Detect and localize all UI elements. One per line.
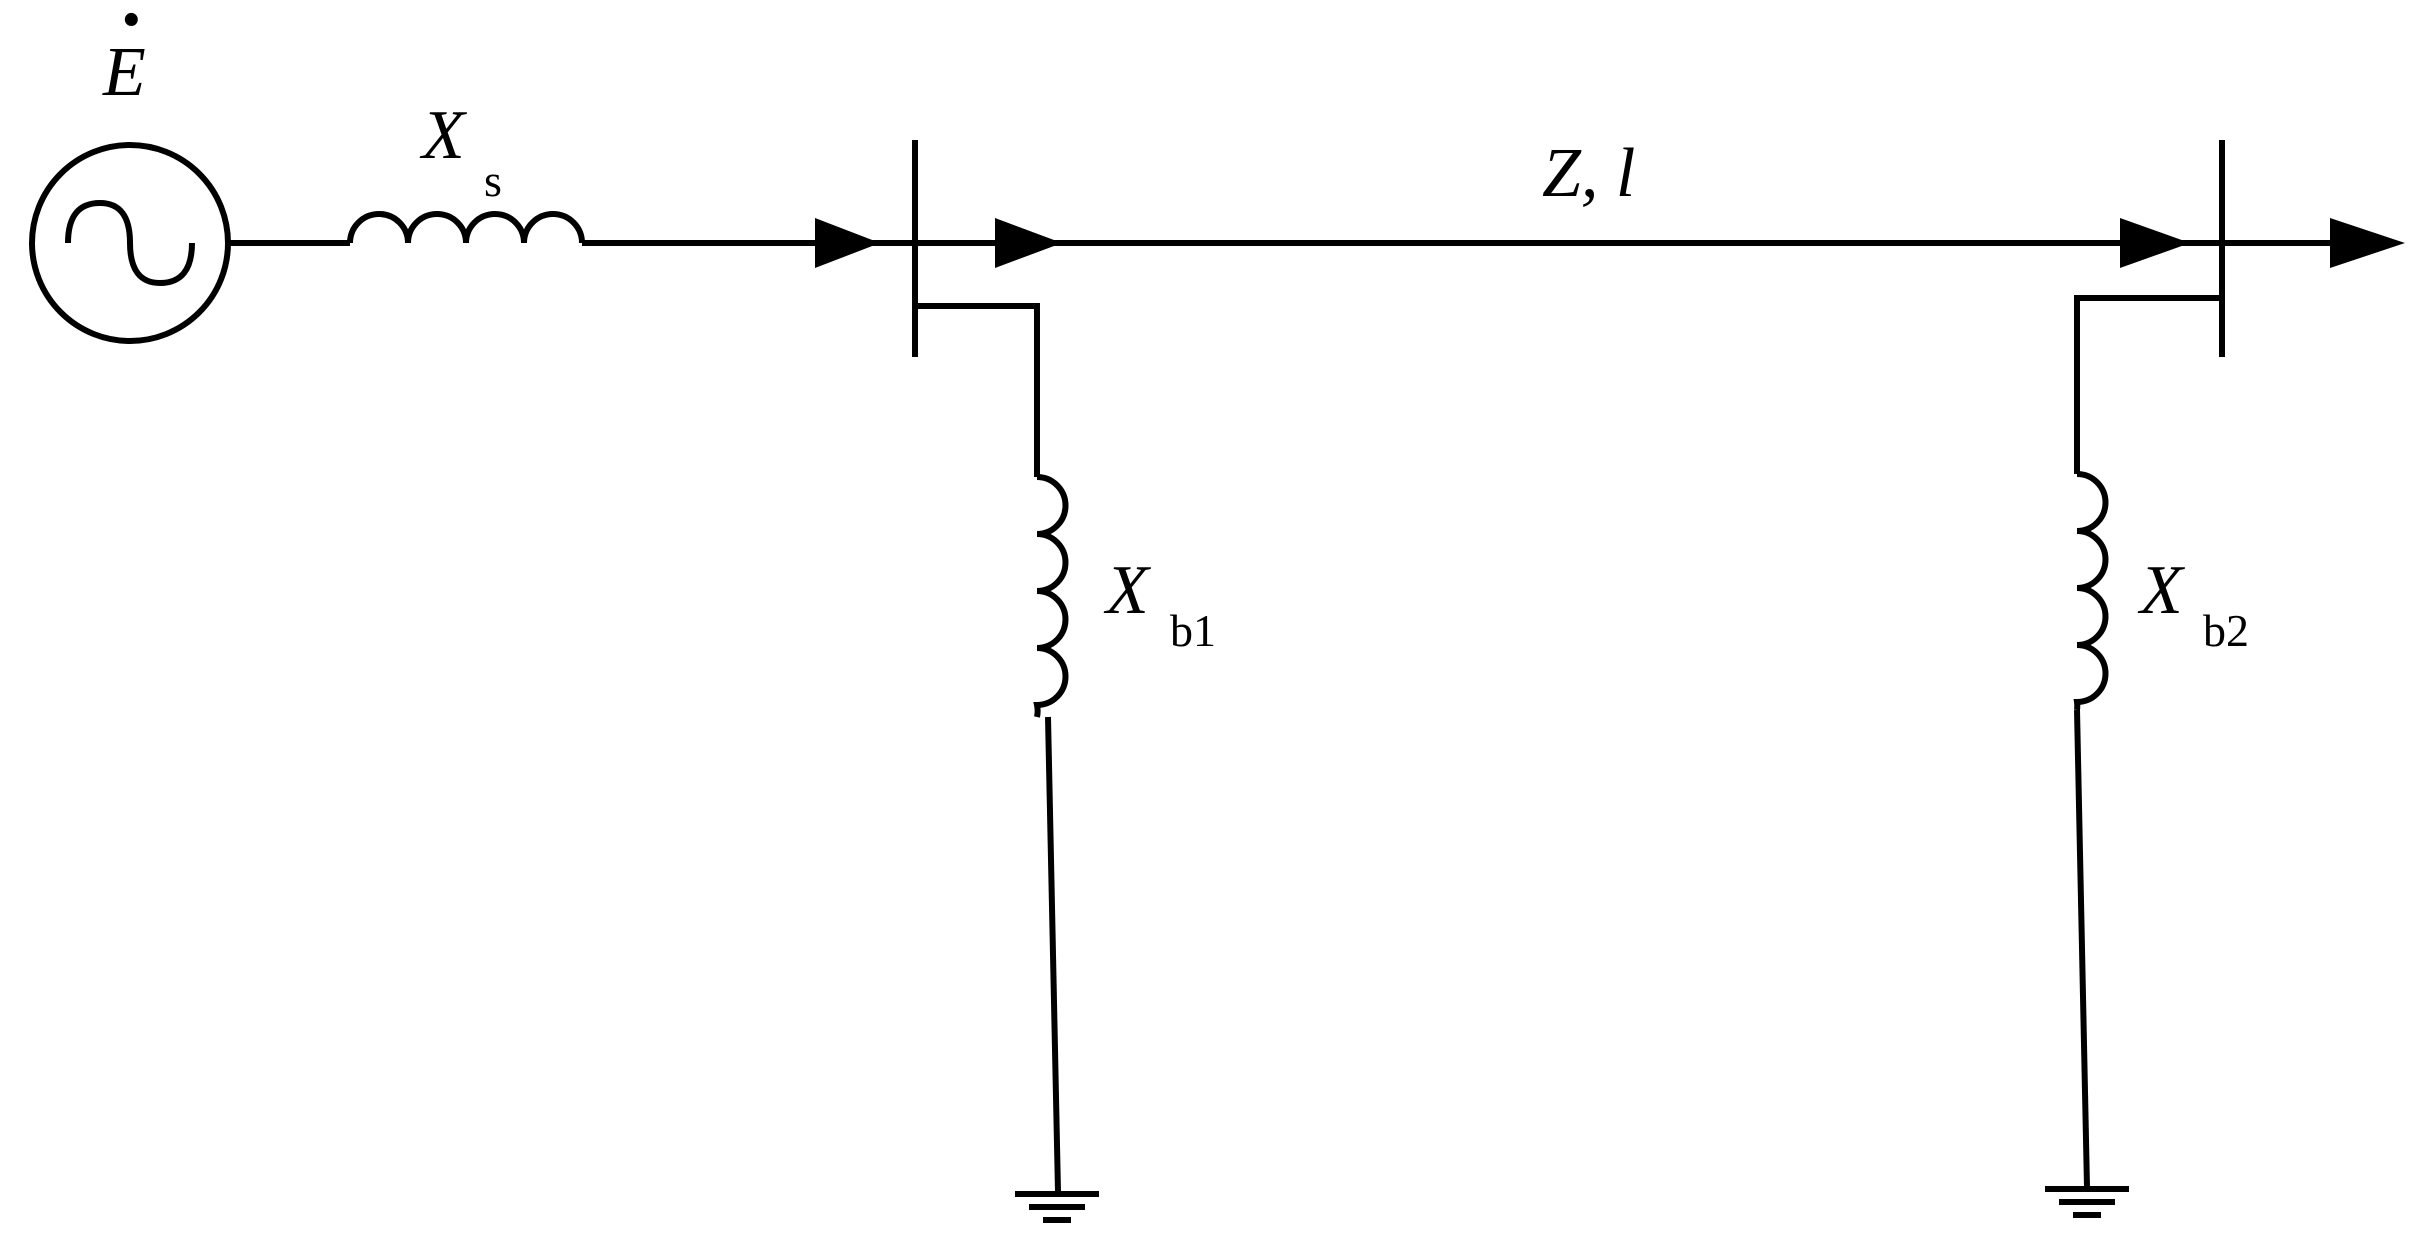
- source-label: E: [102, 34, 146, 111]
- power-flow-arrow-icon: [2330, 218, 2405, 268]
- shunt2-tap-wire: [2074, 295, 2222, 474]
- ground-icon: [2045, 1186, 2129, 1218]
- shunt1-ground-wire: [1045, 716, 1061, 1193]
- line-label: Z, l: [1542, 135, 1635, 212]
- shunt1-subscript: b1: [1170, 605, 1216, 656]
- source-dot: ·: [118, 0, 145, 64]
- series-reactance-label: X: [419, 97, 468, 174]
- shunt1-inductor-icon: [1033, 474, 1069, 718]
- ac-source-icon: [29, 142, 231, 344]
- shunt2-label: X: [2137, 552, 2186, 629]
- power-flow-arrow-icon: [2120, 218, 2190, 268]
- series-inductor-icon: [347, 211, 585, 244]
- series-reactance-subscript: s: [484, 155, 502, 206]
- shunt1-tap-wire: [915, 303, 1040, 477]
- shunt2-inductor-icon: [2073, 471, 2109, 711]
- shunt1-label: X: [1103, 552, 1152, 629]
- shunt2-subscript: b2: [2203, 605, 2249, 656]
- shunt2-ground-wire: [2074, 709, 2090, 1188]
- ground-icon: [1015, 1191, 1099, 1223]
- power-flow-arrow-icon: [995, 218, 1062, 268]
- power-flow-arrow-icon: [815, 218, 880, 268]
